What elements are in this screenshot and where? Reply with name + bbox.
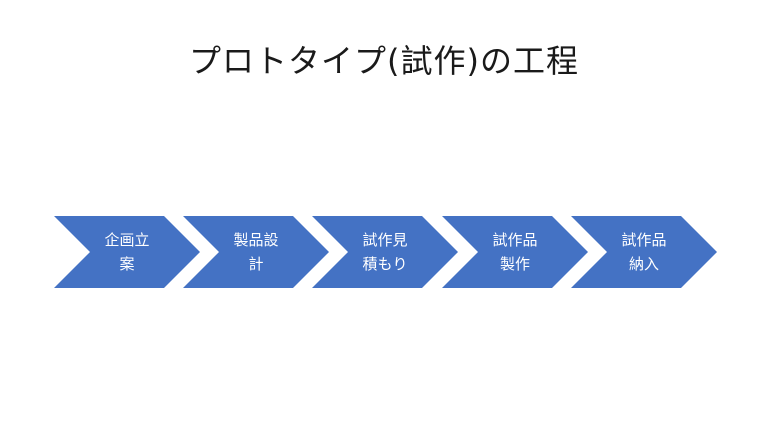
process-step-3-line1: 試作見 [362,231,408,249]
process-step-1-line2: 案 [119,255,135,273]
process-step-4-label: 試作品 製作 [470,226,560,278]
chevron-shape-3 [312,216,458,288]
process-step-5-line1: 試作品 [621,231,667,249]
slide-title: プロトタイプ(試作)の工程 [189,42,579,80]
process-step-3-line2: 積もり [362,255,408,273]
process-step-4-line1: 試作品 [492,231,538,249]
process-step-3: 試作見 積もり [312,216,458,288]
chevron-shape-2 [183,216,329,288]
process-step-4-line2: 製作 [499,255,530,273]
process-step-5-line2: 納入 [628,255,659,273]
process-step-2-line1: 製品設 [233,231,279,249]
process-step-4: 試作品 製作 [442,216,588,288]
process-step-1: 企画立 案 [54,216,200,288]
chevron-shape-4 [442,216,588,288]
process-step-5: 試作品 納入 [571,216,717,288]
process-step-3-label: 試作見 積もり [340,226,430,278]
process-step-1-label: 企画立 案 [82,226,172,278]
process-flow: 企画立 案 製品設 計 試作見 積もり 試作品 製作 [54,216,718,288]
process-step-1-line1: 企画立 [104,231,150,249]
process-step-2-line2: 計 [248,255,264,273]
chevron-shape-1 [54,216,200,288]
process-step-5-label: 試作品 納入 [599,226,689,278]
process-step-2-label: 製品設 計 [211,226,301,278]
chevron-shape-5 [571,216,717,288]
process-step-2: 製品設 計 [183,216,329,288]
